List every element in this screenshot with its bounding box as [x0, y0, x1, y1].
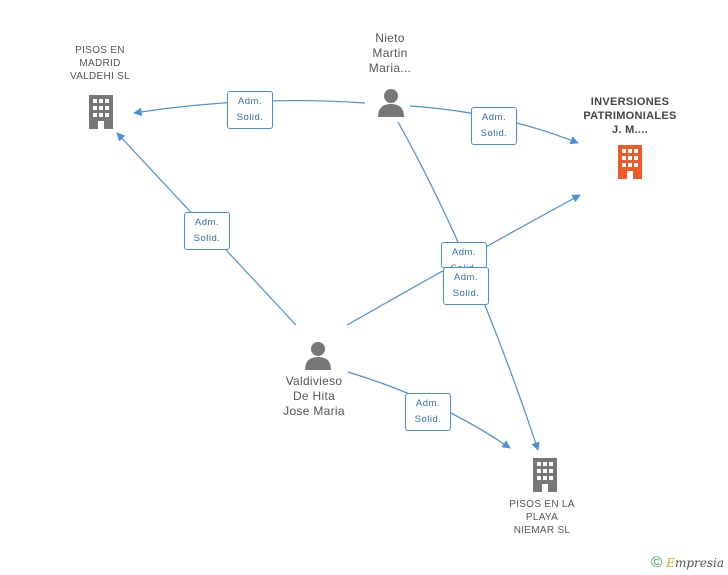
edge-badge-valdivieso-pisos-madrid[interactable]: Adm. Solid.	[184, 212, 230, 250]
building-icon[interactable]	[86, 95, 116, 129]
node-label-inversiones[interactable]: INVERSIONES PATRIMONIALES J. M....	[583, 96, 677, 136]
edge-badge-nieto-pisos-playa[interactable]: Adm. Solid.	[443, 267, 489, 305]
edge-badge-nieto-inversiones[interactable]: Adm. Solid.	[471, 107, 517, 145]
edge-badge-valdivieso-inversiones[interactable]: Adm. Solid.	[441, 242, 487, 268]
brand-logo: Empresia	[666, 556, 724, 570]
footer-brand: ©Empresia	[651, 554, 724, 571]
copyright-symbol: ©	[651, 554, 663, 571]
node-label-valdivieso[interactable]: Valdivieso De Hita Jose Maria	[283, 374, 345, 418]
node-label-pisos-madrid[interactable]: PISOS EN MADRID VALDEHI SL	[69, 45, 131, 82]
person-icon[interactable]	[303, 340, 333, 370]
building-icon-highlight[interactable]	[615, 145, 645, 179]
edge-badge-nieto-pisos-madrid[interactable]: Adm. Solid.	[227, 91, 273, 129]
node-label-pisos-playa[interactable]: PISOS EN LA PLAYA NIEMAR SL	[509, 499, 575, 536]
building-icon[interactable]	[530, 458, 560, 492]
node-label-nieto[interactable]: Nieto Martin Maria...	[368, 31, 412, 75]
person-icon[interactable]	[376, 87, 406, 117]
edge-badge-valdivieso-pisos-playa[interactable]: Adm. Solid.	[405, 393, 451, 431]
